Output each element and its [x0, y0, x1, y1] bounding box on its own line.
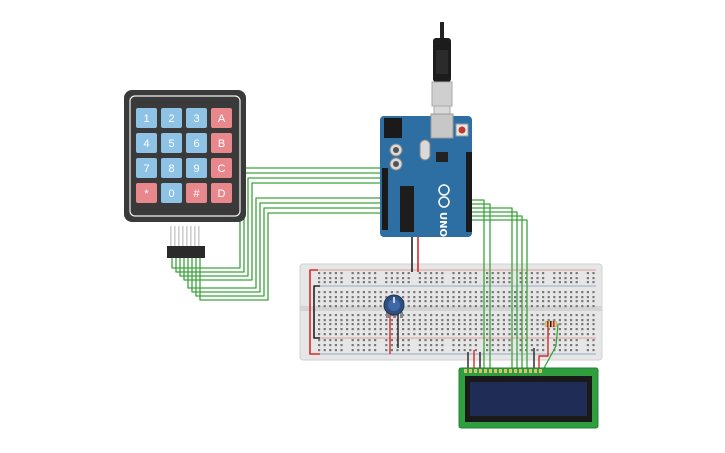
keypad-pin	[198, 226, 200, 246]
keypad-key-10[interactable]: 9	[186, 158, 207, 178]
keypad-pin	[190, 226, 192, 246]
lcd-pin	[514, 369, 517, 373]
power-header	[382, 168, 388, 230]
wire-rail-black-left	[313, 285, 320, 339]
keypad-key-label: D	[218, 188, 226, 200]
arduino-uno[interactable]: UNO	[380, 22, 472, 237]
lcd-pin	[489, 369, 492, 373]
lcd-pin	[484, 369, 487, 373]
keypad-key-label: 1	[143, 113, 149, 125]
lcd-pin	[464, 369, 467, 373]
wire-lcd-5	[470, 215, 523, 370]
wire-lcd-1	[470, 199, 485, 370]
digital-header	[466, 152, 472, 232]
keypad-key-0[interactable]: 1	[136, 108, 157, 128]
lcd-pin	[499, 369, 502, 373]
wire-rail-red-left	[309, 269, 320, 355]
keypad-pin	[194, 226, 196, 246]
breadboard[interactable]	[299, 263, 603, 361]
wire-keypad-col4	[199, 212, 398, 301]
wire-lcd-6	[470, 219, 528, 370]
keypad-key-11[interactable]: C	[211, 158, 232, 178]
keypad-key-15[interactable]: D	[211, 183, 232, 203]
wire-lcd-2	[470, 203, 491, 370]
wire-keypad-row1	[171, 167, 398, 269]
lcd-pin	[534, 369, 537, 373]
keypad-key-13[interactable]: 0	[161, 183, 182, 203]
lcd-pin	[509, 369, 512, 373]
keypad-key-label: 8	[168, 163, 174, 175]
wires	[171, 167, 559, 371]
keypad-pin	[186, 226, 188, 246]
keypad-key-label: B	[218, 138, 225, 150]
lcd-pin	[494, 369, 497, 373]
keypad-key-label: 3	[193, 113, 199, 125]
lcd-16x2[interactable]	[458, 367, 599, 429]
keypad-key-label: 2	[168, 113, 174, 125]
lcd-pin	[479, 369, 482, 373]
keypad-key-12[interactable]: *	[136, 183, 157, 203]
resistor[interactable]	[540, 320, 562, 328]
keypad-pin	[182, 226, 184, 246]
arduino-model-label: UNO	[437, 212, 448, 237]
keypad-key-label: #	[193, 188, 200, 200]
keypad-key-label: A	[218, 113, 226, 125]
wire-keypad-col1	[187, 197, 398, 289]
keypad-pin	[174, 226, 176, 246]
keypad-key-label: 4	[143, 138, 149, 150]
keypad-key-label: 0	[168, 188, 174, 200]
keypad-connector	[167, 246, 205, 258]
keypad-key-label: 9	[193, 163, 199, 175]
keypad-key-label: C	[218, 163, 226, 175]
keypad-key-label: 7	[143, 163, 149, 175]
lcd-pins	[464, 369, 542, 373]
keypad-pin	[178, 226, 180, 246]
lcd-pin	[504, 369, 507, 373]
keypad-key-4[interactable]: 4	[136, 133, 157, 153]
keypad-key-5[interactable]: 5	[161, 133, 182, 153]
wire-resistor-lcd	[542, 323, 559, 371]
lcd-pin	[529, 369, 532, 373]
wire-keypad-row3	[179, 177, 398, 277]
lcd-pin	[469, 369, 472, 373]
keypad-key-label: 6	[193, 138, 199, 150]
keypad-pins	[170, 226, 200, 246]
atmega-chip	[400, 186, 414, 232]
keypad-key-14[interactable]: #	[186, 183, 207, 203]
wire-keypad-col2	[191, 202, 398, 293]
usb-cable	[431, 22, 453, 117]
keypad-key-8[interactable]: 7	[136, 158, 157, 178]
wire-keypad-col3	[195, 207, 398, 297]
keypad-key-7[interactable]: B	[211, 133, 232, 153]
potentiometer[interactable]	[383, 294, 405, 318]
lcd-pin	[524, 369, 527, 373]
breadboard-holes	[318, 272, 595, 352]
wire-keypad-row4	[183, 182, 398, 281]
keypad-4x4[interactable]: 1 2 3 A 4 5 6 B 7 8 9 C * 0 # D	[124, 90, 246, 258]
keypad-key-6[interactable]: 6	[186, 133, 207, 153]
wire-lcd-4	[470, 211, 518, 370]
wire-lcd-3	[470, 207, 513, 370]
keypad-key-label: 5	[168, 138, 174, 150]
wire-lcd-backlight	[538, 324, 549, 370]
lcd-pin	[519, 369, 522, 373]
keypad-key-1[interactable]: 2	[161, 108, 182, 128]
lcd-screen	[470, 382, 587, 416]
lcd-pin	[539, 369, 542, 373]
keypad-key-2[interactable]: 3	[186, 108, 207, 128]
keypad-pin	[170, 226, 172, 246]
keypad-key-3[interactable]: A	[211, 108, 232, 128]
lcd-pin	[474, 369, 477, 373]
keypad-key-label: *	[144, 188, 149, 200]
wire-keypad-row2	[175, 172, 398, 273]
keypad-key-9[interactable]: 8	[161, 158, 182, 178]
